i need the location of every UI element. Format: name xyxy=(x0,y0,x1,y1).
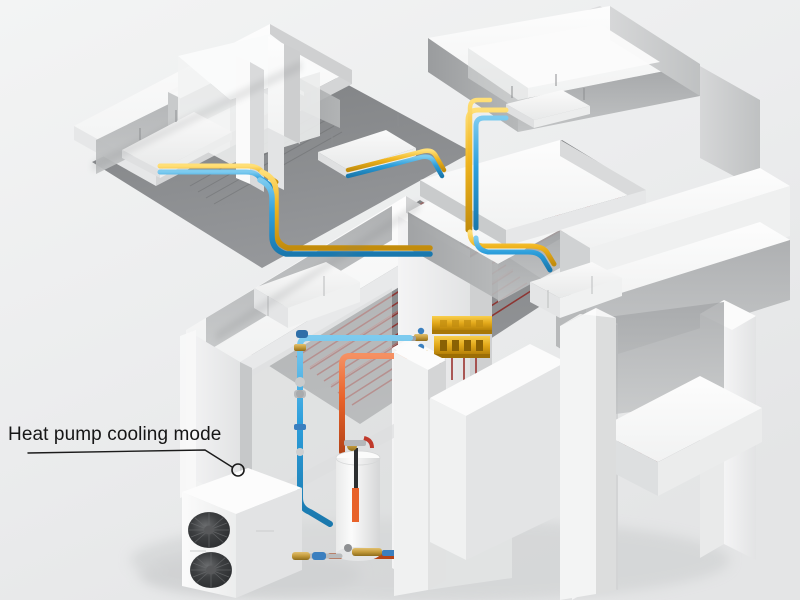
right-foreground-wall xyxy=(560,308,616,600)
buffer-tank xyxy=(335,436,414,561)
center-right-wall xyxy=(430,344,566,560)
fan-grille-upper xyxy=(188,512,230,548)
heat-pump-outdoor-unit xyxy=(182,468,302,598)
pipe-network xyxy=(157,97,557,321)
distribution-manifold xyxy=(432,316,492,384)
fan-coil-unit-upper-right xyxy=(506,74,590,128)
lower-valves xyxy=(292,330,326,560)
annotation-label: Heat pump cooling mode xyxy=(8,424,222,445)
ambient-shading xyxy=(92,60,420,342)
fan-grille-lower xyxy=(190,552,232,588)
